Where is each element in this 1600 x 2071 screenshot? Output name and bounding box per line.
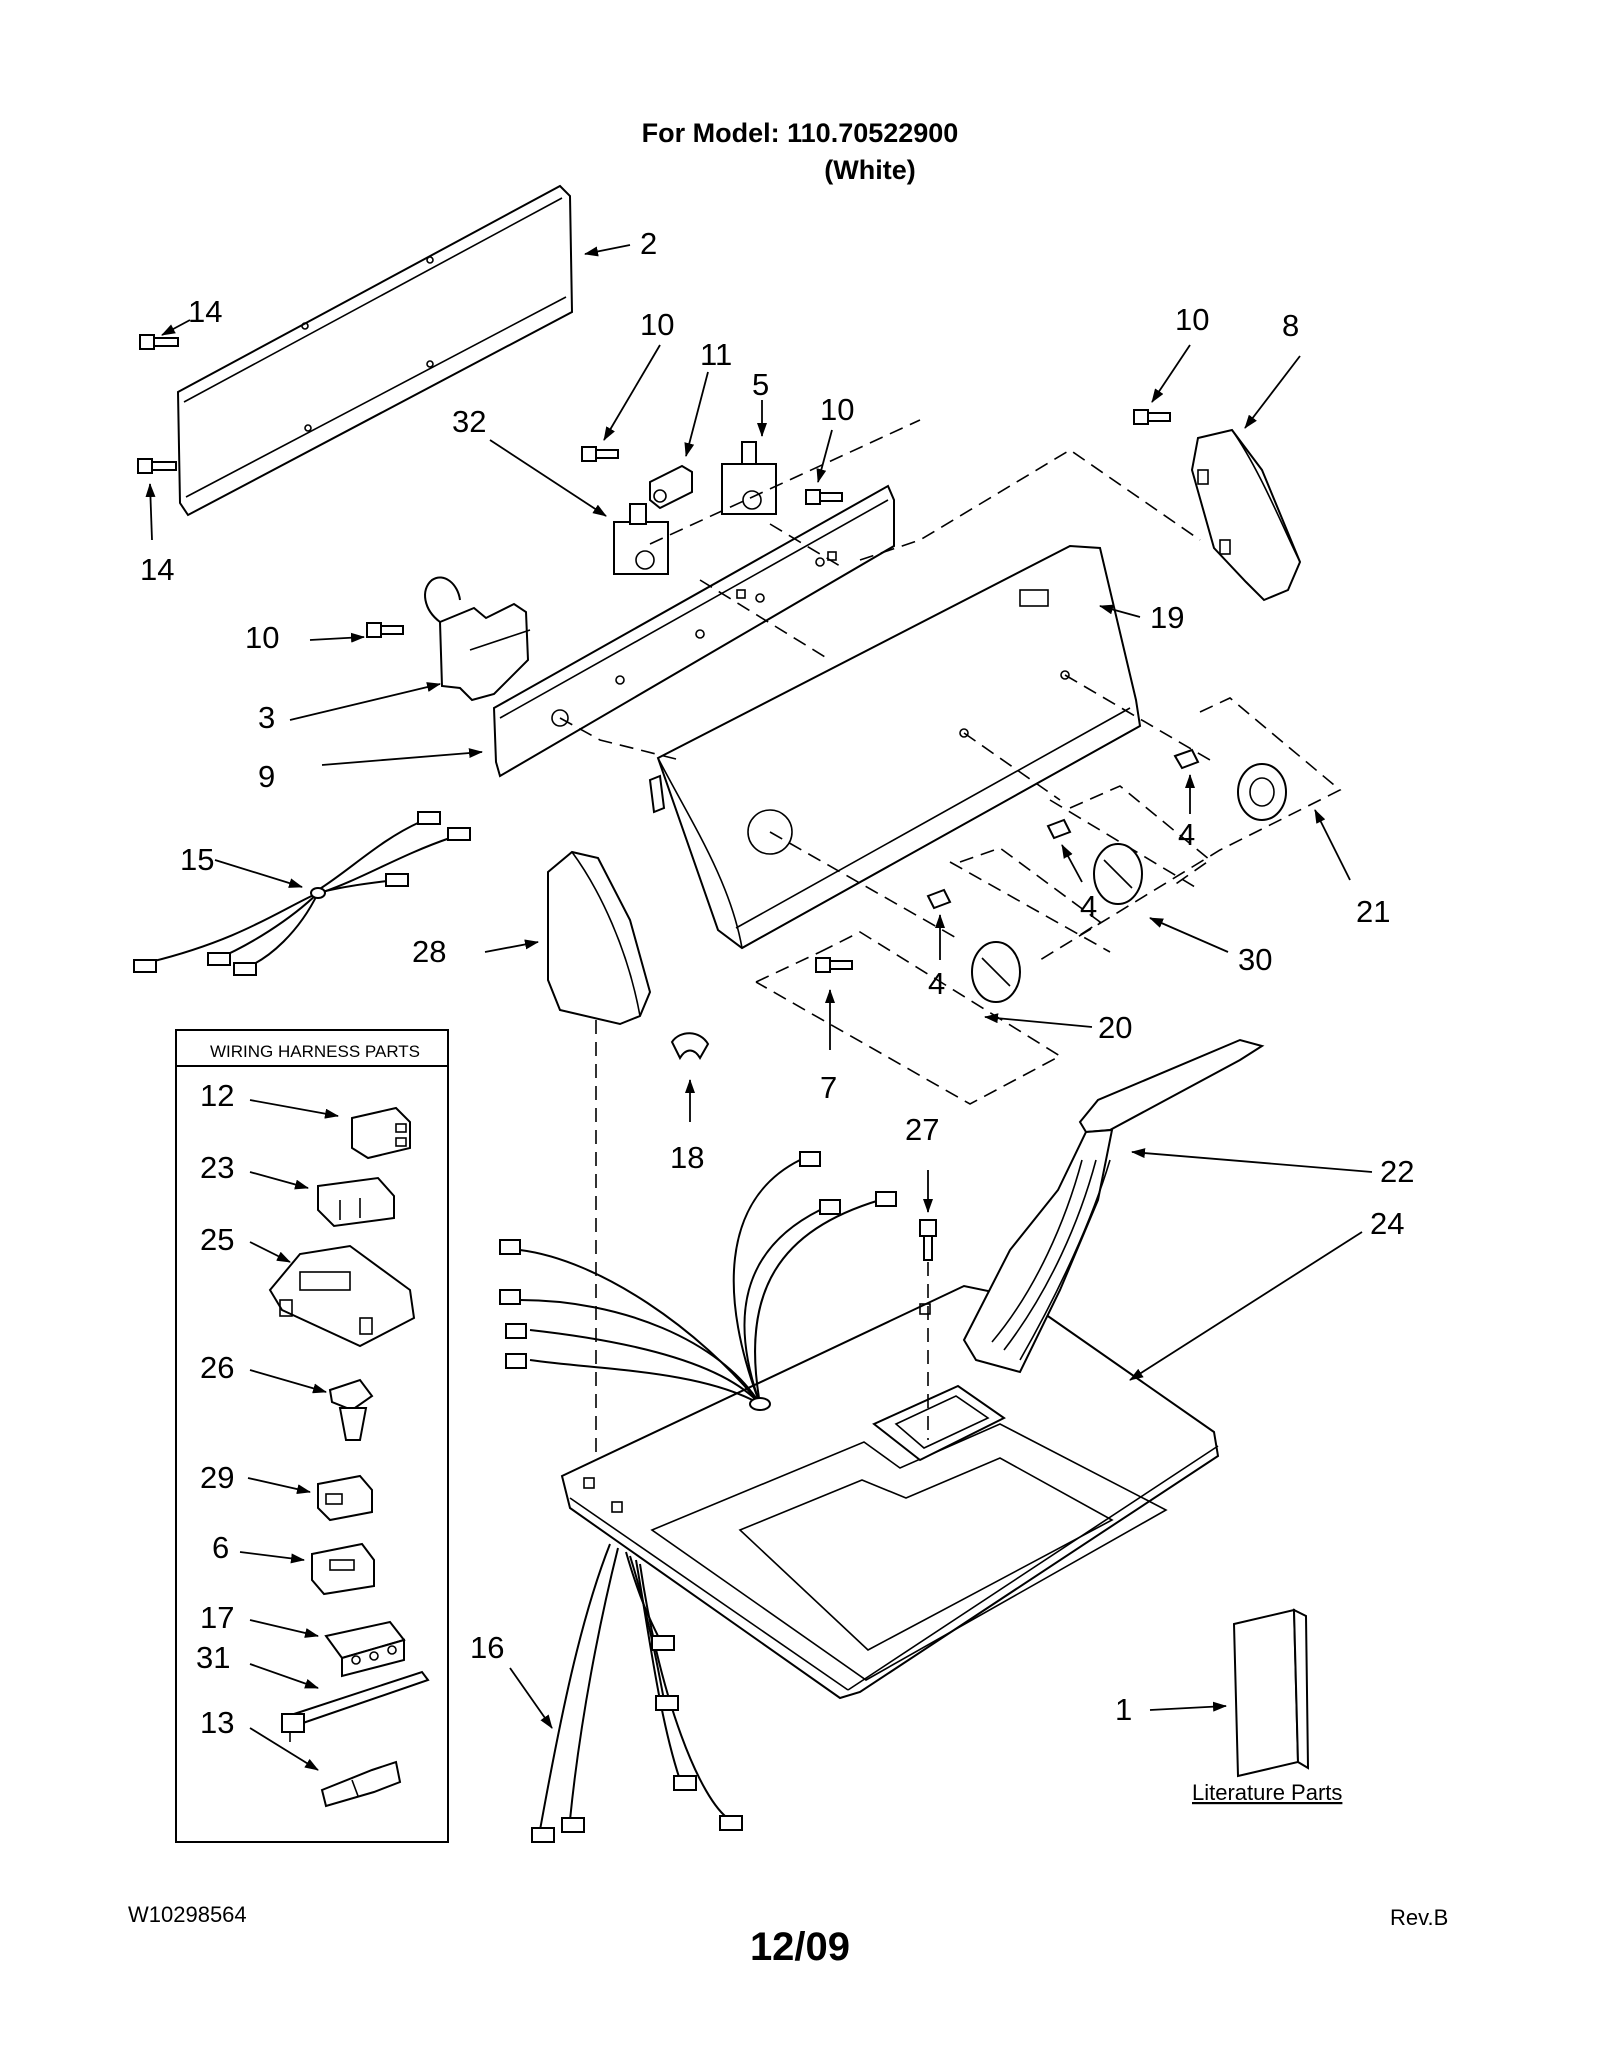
part-20-knob-left (971, 941, 1021, 1003)
part-11-clip (649, 464, 693, 510)
part-1-literature (1232, 1608, 1310, 1778)
part-32-switch (613, 503, 669, 575)
part-2-rear-panel (176, 184, 574, 517)
callout-22: 22 (1380, 1154, 1414, 1189)
callout-16: 16 (470, 1630, 504, 1665)
part-29-connector (317, 1474, 373, 1522)
callout-29: 29 (200, 1460, 234, 1495)
wiring-harness-parts-box (175, 1029, 449, 1843)
callout-6: 6 (212, 1530, 229, 1565)
callout-7: 7 (820, 1070, 837, 1105)
part-23-connector (317, 1176, 395, 1228)
callout-14-upper: 14 (188, 294, 222, 329)
part-10-screw-upper (581, 446, 619, 462)
callout-27: 27 (905, 1112, 939, 1147)
callout-4-middle: 4 (1080, 889, 1097, 924)
part-17-wire-nut-block (324, 1620, 406, 1678)
callout-15: 15 (180, 842, 214, 877)
callout-25: 25 (200, 1222, 234, 1257)
part-3-timer (424, 576, 531, 702)
part-7-screw (815, 957, 853, 973)
part-15-wire-harness (133, 811, 471, 976)
part-10-screw-switch (805, 489, 843, 505)
callout-19: 19 (1150, 600, 1184, 635)
part-25-connector-block (268, 1244, 416, 1348)
callout-11: 11 (700, 337, 732, 372)
part-27-screw (919, 1219, 937, 1261)
callout-5: 5 (752, 367, 769, 402)
callout-23: 23 (200, 1150, 234, 1185)
part-4-clip-left (926, 888, 952, 910)
part-31-cable-tie (281, 1670, 430, 1742)
part-8-end-cap-right (1190, 428, 1302, 602)
part-18-clip (670, 1032, 710, 1061)
part-28-end-cap-left (547, 850, 652, 1026)
callout-10-right: 10 (1175, 302, 1209, 337)
callout-9: 9 (258, 759, 275, 794)
callout-18: 18 (670, 1140, 704, 1175)
part-6-connector (311, 1542, 375, 1596)
alignment-lines (559, 419, 1342, 1500)
callout-4-left: 4 (928, 966, 945, 1001)
part-12-connector (351, 1106, 411, 1160)
callout-28: 28 (412, 934, 446, 969)
callout-17: 17 (200, 1600, 234, 1635)
part-14-screw-lower (137, 458, 177, 474)
callout-4-right: 4 (1178, 817, 1195, 852)
part-10-screw-right (1133, 409, 1171, 425)
part-13-terminal (320, 1760, 402, 1808)
part-10-screw-timer (366, 622, 404, 638)
part-5-switch (721, 441, 777, 515)
model-title: For Model: 110.70522900 (641, 118, 959, 148)
part-4-clip-middle (1046, 818, 1072, 840)
part-24-top-cover (560, 1284, 1220, 1700)
callout-2: 2 (640, 226, 657, 261)
part-30-knob-middle (1093, 843, 1143, 905)
callout-1: 1 (1115, 1692, 1132, 1727)
part-26-push-clip (328, 1378, 374, 1441)
model-color: (White) (824, 155, 916, 185)
wiring-box-title: WIRING HARNESS PARTS (210, 1042, 420, 1061)
callout-26: 26 (200, 1350, 234, 1385)
document-number: W10298564 (128, 1902, 247, 1927)
callout-32: 32 (452, 404, 486, 439)
part-19-console (648, 544, 1142, 950)
callout-10-switch: 10 (820, 392, 854, 427)
callout-12: 12 (200, 1078, 234, 1113)
document-date: 12/09 (749, 1925, 851, 1969)
part-14-screw-upper (139, 334, 179, 350)
callout-20: 20 (1098, 1010, 1132, 1045)
callout-13: 13 (200, 1705, 234, 1740)
revision-label: Rev.B (1390, 1905, 1449, 1930)
part-22-lint-duct (962, 1038, 1265, 1374)
callout-10-upper: 10 (640, 307, 674, 342)
callout-8: 8 (1282, 308, 1299, 343)
part-9-console-bracket (492, 484, 895, 778)
callout-3: 3 (258, 700, 275, 735)
part-4-clip-right (1173, 748, 1200, 770)
literature-parts-label: Literature Parts (1192, 1780, 1342, 1805)
part-21-knob-right (1237, 763, 1287, 821)
callout-10-timer: 10 (245, 620, 279, 655)
callout-24: 24 (1370, 1206, 1404, 1241)
callout-30: 30 (1238, 942, 1272, 977)
callout-21: 21 (1356, 894, 1390, 929)
top-wire-bundles (499, 1151, 897, 1411)
callout-31: 31 (196, 1640, 230, 1675)
callout-14-lower: 14 (140, 552, 174, 587)
part-16-wire-harness (531, 1543, 743, 1843)
